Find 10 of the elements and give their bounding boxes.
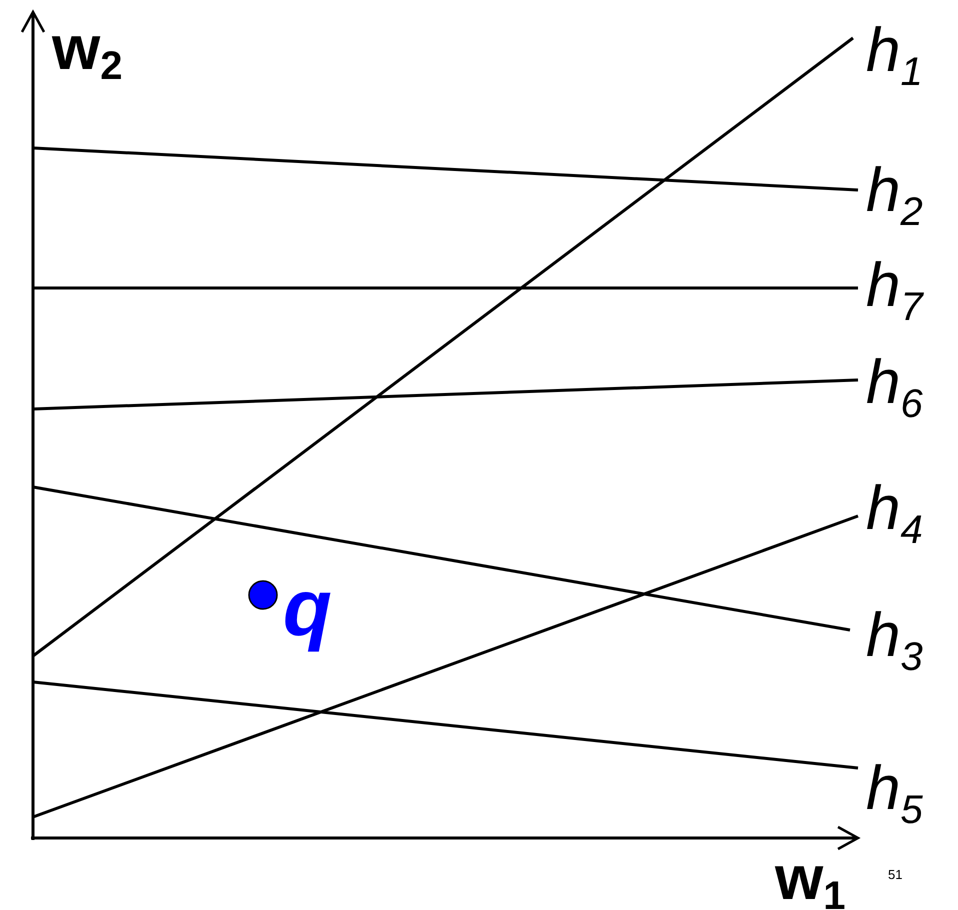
line-label: h$_{2}$ bbox=[866, 160, 923, 232]
page-number: 51 bbox=[888, 868, 902, 881]
line-label: h$_{5}$ bbox=[866, 758, 923, 830]
line-label: h$_{3}$ bbox=[866, 605, 923, 677]
axis-label: w$_{1}$ bbox=[775, 848, 846, 910]
line-label: h$_{6}$ bbox=[866, 352, 923, 424]
line-label: h$_{4}$ bbox=[866, 478, 923, 550]
axis-label: w$_{2}$ bbox=[52, 18, 122, 86]
line-label: h$_{7}$ bbox=[866, 255, 923, 327]
line-label: h$_{1}$ bbox=[866, 20, 923, 92]
